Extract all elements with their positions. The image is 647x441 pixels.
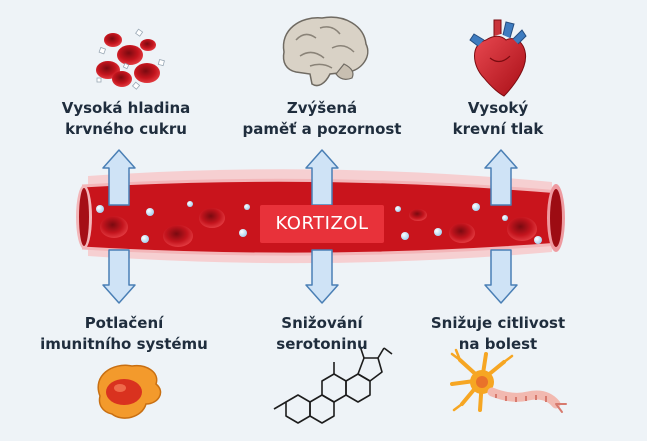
effect-label-line: krvného cukru bbox=[65, 120, 187, 138]
neuron-icon bbox=[450, 348, 567, 413]
blood-cells-icon bbox=[96, 28, 165, 90]
effect-label-bottom-left: Potlačení imunitního systému bbox=[24, 313, 224, 355]
cortisol-badge: KORTIZOL bbox=[260, 205, 384, 243]
effect-label-bottom-right: Snižuje citlivost na bolest bbox=[398, 313, 598, 355]
effect-label-line: paměť a pozornost bbox=[242, 120, 402, 138]
effect-label-line: imunitního systému bbox=[40, 335, 208, 353]
effect-label-bottom-mid: Snižování serotoninu bbox=[222, 313, 422, 355]
effect-label-line: krevní tlak bbox=[452, 120, 544, 138]
plasma-bubbles bbox=[96, 201, 542, 244]
arrow-up-right bbox=[484, 149, 518, 206]
effect-label-line: Vysoký bbox=[467, 99, 529, 117]
effect-label-top-mid: Zvýšená paměť a pozornost bbox=[222, 98, 422, 140]
molecule-icon bbox=[273, 345, 393, 424]
effect-label-line: Potlačení bbox=[84, 314, 164, 332]
effect-label-line: Snižuje citlivost bbox=[430, 314, 566, 332]
effect-label-line: serotoninu bbox=[276, 335, 368, 353]
arrow-up-left bbox=[102, 149, 136, 206]
effect-label-top-left: Vysoká hladina krvného cukru bbox=[26, 98, 226, 140]
effect-label-line: na bolest bbox=[458, 335, 538, 353]
red-blood-cells bbox=[100, 208, 537, 247]
heart-icon bbox=[469, 19, 527, 97]
effect-label-line: Vysoká hladina bbox=[61, 99, 191, 117]
effect-label-line: Zvýšená bbox=[286, 99, 358, 117]
arrow-down-right bbox=[484, 249, 518, 304]
immune-cell-icon bbox=[97, 364, 162, 419]
brain-icon bbox=[282, 16, 369, 87]
effect-label-line: Snižování bbox=[281, 314, 363, 332]
effect-label-top-right: Vysoký krevní tlak bbox=[398, 98, 598, 140]
arrow-down-left bbox=[102, 249, 136, 304]
arrow-down-mid bbox=[305, 249, 339, 304]
